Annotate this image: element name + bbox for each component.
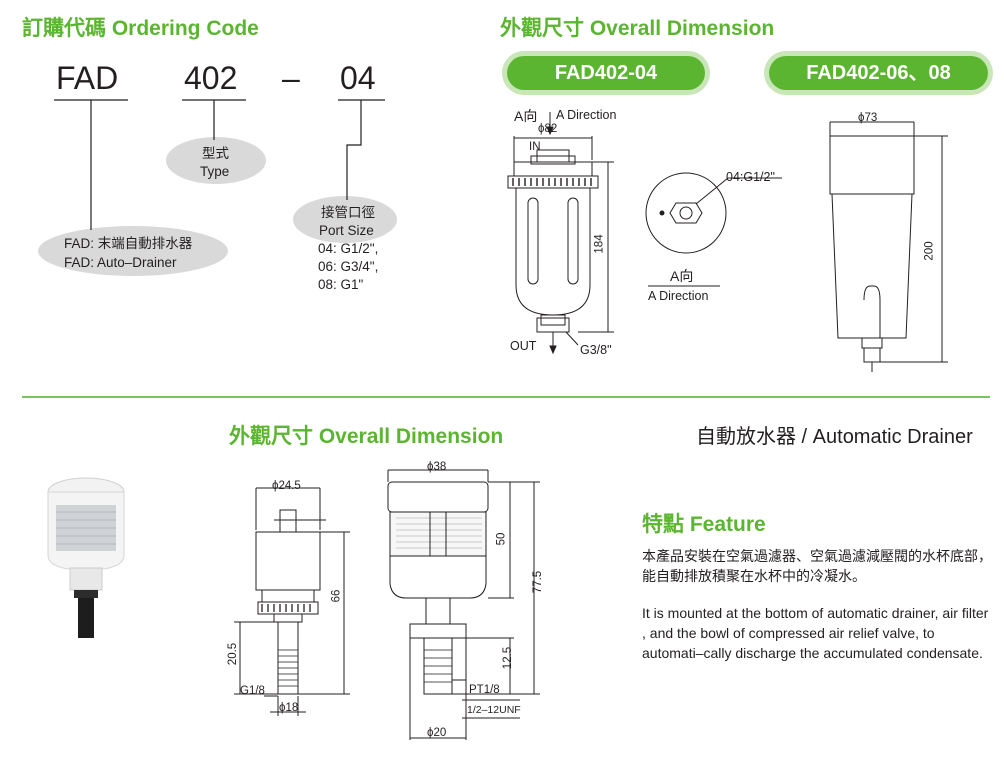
feature-text-en: It is mounted at the bottom of automatic… [642, 605, 989, 661]
product-title: 自動放水器 / Automatic Drainer [696, 426, 973, 448]
a-direction-cn: A向 [514, 108, 538, 124]
type-label-cn: 型式 [202, 146, 229, 161]
overall-dimension-title-bottom: 外觀尺寸 Overall Dimension [229, 425, 504, 448]
code-type: 402 [184, 60, 238, 96]
dim-phi18: ϕ18 [279, 702, 299, 714]
port-leader [346, 100, 362, 200]
fad-bubble [38, 226, 228, 276]
fad-line-en: FAD: Auto–Drainer [64, 255, 177, 270]
dim-phi20: ϕ20 [427, 727, 447, 739]
dim-phi24-5: ϕ24.5 [272, 480, 301, 492]
code-prefix: FAD [56, 60, 119, 96]
a-direction-view [645, 172, 782, 287]
product-photo [47, 477, 125, 638]
ordering-code-title: 訂購代碼 Ordering Code [22, 17, 259, 40]
port-option-08: 08: G1" [318, 277, 364, 292]
feature-text-cn: 本產品安裝在空氣過濾器、空氣過濾減壓閥的水杯底部，能自動排放積聚在水杯中的冷凝水… [642, 548, 992, 584]
port-option-06: 06: G3/4", [318, 259, 379, 274]
port-04-label: 04:G1/2" [726, 170, 775, 184]
small-drainer-drawing [234, 487, 350, 716]
model-pill-fad402-06-08: FAD402-06、08 [769, 56, 988, 90]
section-divider [22, 396, 990, 398]
type-label-en: Type [200, 164, 230, 179]
in-label: IN [529, 141, 541, 153]
dim-g38: G3/8" [580, 343, 612, 357]
fad-line-cn: FAD: 末端自動排水器 [64, 236, 193, 251]
dim-unf: 1/2–12UNF [467, 704, 521, 716]
type-bubble [166, 137, 266, 184]
code-port: 04 [340, 60, 376, 96]
fad402-06-08-side-view [829, 121, 948, 372]
model-pill-fad402-04: FAD402-04 [507, 56, 705, 90]
dim-pt18: PT1/8 [469, 684, 500, 696]
fad402-04-side-view [507, 112, 614, 355]
dim-phi73: ϕ73 [858, 112, 878, 124]
out-label: OUT [510, 339, 537, 353]
port-label-cn: 接管口徑 [321, 205, 375, 220]
a-direction-en: A Direction [556, 108, 617, 122]
a-direction-en-2: A Direction [648, 289, 709, 303]
feature-title: 特點 Feature [642, 513, 766, 536]
large-drainer-drawing [387, 469, 540, 740]
a-direction-cn-2: A向 [670, 268, 694, 284]
code-dash: – [282, 60, 300, 96]
port-label-en: Port Size [319, 223, 374, 238]
overall-dimension-title-top: 外觀尺寸 Overall Dimension [500, 17, 775, 40]
port-option-04: 04: G1/2", [318, 241, 379, 256]
port-bubble [293, 196, 397, 243]
